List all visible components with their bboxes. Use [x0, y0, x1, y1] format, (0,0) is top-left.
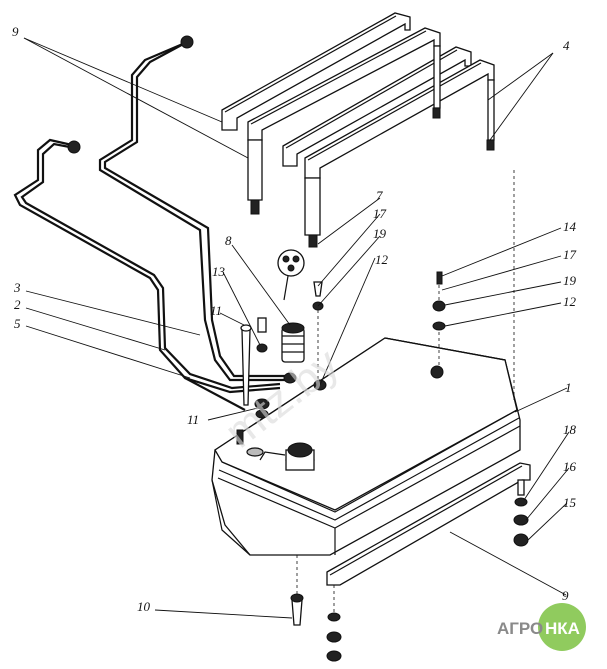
callout-17-left: 17 [373, 206, 387, 221]
callout-11-bottom: 11 [187, 412, 199, 427]
washer-12-right [432, 321, 446, 331]
callout-8: 8 [225, 233, 232, 248]
callouts: 9 4 3 2 5 7 17 19 8 12 13 11 11 14 17 19… [12, 24, 577, 614]
tank-stud [236, 429, 244, 445]
callout-9-top: 9 [12, 24, 19, 39]
callout-4: 4 [563, 38, 570, 53]
callout-19-left: 19 [373, 226, 387, 241]
fuel-gauge-sender [277, 249, 305, 301]
callout-7: 7 [376, 188, 383, 203]
tank-boss-front [246, 447, 264, 457]
assembly-lines [296, 170, 515, 612]
callout-17-right: 17 [563, 247, 577, 262]
strap-3 [282, 46, 472, 167]
strap-thread-back [432, 107, 441, 119]
strap-leg-mid [304, 177, 321, 236]
callout-9-bottom: 9 [562, 588, 569, 603]
callout-12-left: 12 [375, 252, 389, 267]
callout-15: 15 [563, 495, 577, 510]
callout-3: 3 [13, 280, 21, 295]
callout-5: 5 [14, 316, 21, 331]
strap-1 [221, 12, 411, 131]
bolt-short [257, 317, 267, 333]
logo-text-right: НКА [545, 619, 580, 638]
filler-neck [259, 442, 315, 471]
agronka-logo: АГРО НКА [497, 603, 586, 651]
bolt-17-left [313, 281, 323, 297]
strap-leg-left [247, 139, 263, 201]
strap-leg-right [487, 79, 495, 141]
bolt-14 [436, 271, 443, 285]
strap-thread-mid [308, 234, 318, 248]
leader-lines [23, 37, 570, 619]
strap-leg-back [433, 45, 441, 109]
tank-boss-rear [430, 365, 444, 379]
bottom-strap [326, 462, 531, 586]
washer-19-right [432, 300, 446, 312]
callout-12-right: 12 [563, 294, 577, 309]
callout-1: 1 [565, 380, 572, 395]
washer-18 [514, 497, 528, 507]
callout-14: 14 [563, 219, 577, 234]
washer-13 [256, 343, 268, 353]
strap-thread-right [486, 139, 495, 151]
callout-16: 16 [563, 459, 577, 474]
logo-text-left: АГРО [497, 619, 543, 638]
drain-plug [290, 593, 342, 662]
nut-11 [254, 398, 270, 410]
callout-13: 13 [212, 264, 226, 279]
callout-10: 10 [137, 599, 151, 614]
fuel-lines [13, 35, 286, 411]
strap-thread-left [250, 199, 260, 215]
washer-16 [513, 514, 529, 526]
filler-strainer [281, 322, 305, 363]
callout-2: 2 [14, 297, 21, 312]
strap-set [221, 12, 495, 248]
fasteners-left [240, 281, 327, 419]
callout-18: 18 [563, 422, 577, 437]
fuel-line-fitting-left [67, 140, 81, 154]
callout-19-right: 19 [563, 273, 577, 288]
fuel-line-fitting-top [180, 35, 194, 49]
fasteners-right [432, 271, 446, 331]
nut-15 [513, 533, 529, 547]
callout-11-top: 11 [210, 303, 222, 318]
